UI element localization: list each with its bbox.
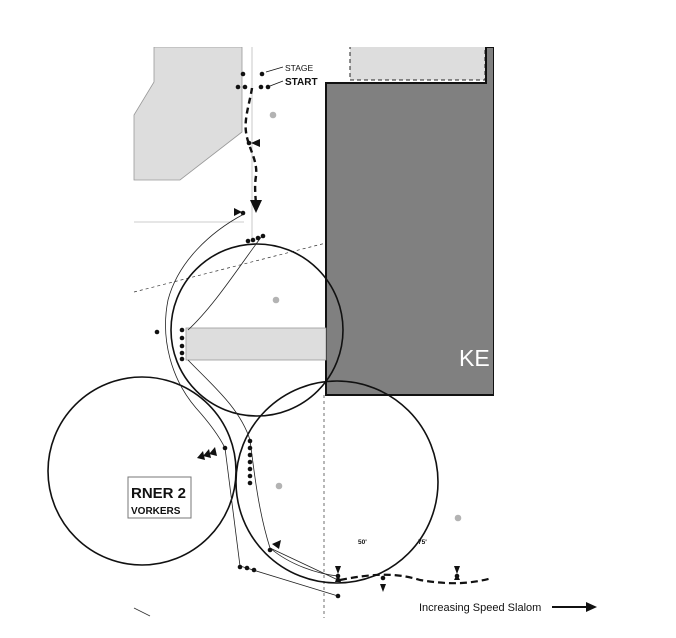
driving-line	[224, 447, 339, 597]
corner-sign-subtitle: VORKERS	[131, 506, 181, 517]
corner-worker-sign	[127, 476, 192, 519]
slalom-path	[339, 573, 493, 585]
driving-line	[165, 213, 245, 449]
turn-circle-left	[47, 376, 237, 566]
start-path	[244, 87, 258, 209]
turn-circle-upper	[170, 243, 344, 417]
paved-area-top-left	[133, 47, 243, 181]
start-arrowhead	[250, 200, 262, 213]
corner-sign-title: RNER 2	[131, 485, 186, 502]
driving-line	[187, 359, 339, 577]
slalom-caption: Increasing Speed Slalom	[419, 602, 541, 614]
turn-circle-lower	[235, 380, 439, 584]
cone-markers	[154, 71, 341, 599]
dashed-structure	[349, 47, 486, 81]
slalom-cone	[454, 573, 460, 579]
edge-line	[133, 607, 151, 617]
distance-label-75: 75'	[418, 539, 427, 546]
slalom-cone	[335, 573, 341, 579]
stage-leader-line	[265, 66, 284, 73]
walkway-strip	[185, 327, 327, 361]
building	[325, 47, 494, 396]
driving-line	[187, 235, 263, 331]
slalom-cone	[380, 575, 386, 581]
stage-label: STAGE	[285, 63, 314, 73]
building-label: KE	[459, 345, 490, 371]
dashed-boundary	[133, 242, 327, 293]
reference-dots	[269, 111, 462, 522]
distance-label-50: 50'	[358, 539, 367, 546]
start-label: START	[285, 77, 318, 88]
driving-line	[269, 547, 339, 581]
slalom-arrow-icon	[586, 602, 597, 612]
start-leader-line	[269, 80, 284, 87]
